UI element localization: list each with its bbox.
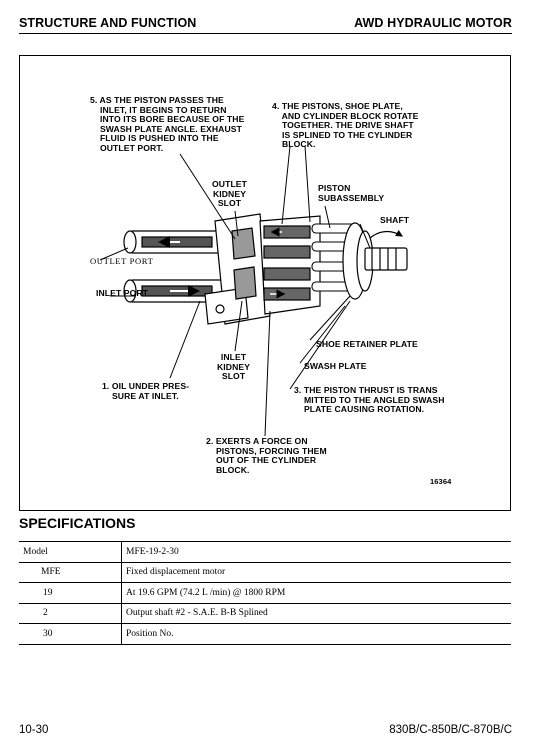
spec-code: 2 [19,602,122,624]
leader-lines [99,145,371,437]
model-numbers: 830B/C-850B/C-870B/C [389,724,512,736]
spec-code: MFE [19,561,122,583]
step-5-label: 5. AS THE PISTON PASSES THE INLET, IT BE… [90,95,245,153]
outlet-port-tube [123,230,226,254]
motor-illustration [99,145,408,437]
motor-diagram-figure: 5. AS THE PISTON PASSES THE INLET, IT BE… [19,55,511,511]
shaft-label: SHAFT [380,215,410,225]
shoe-retainer-plate-label: SHOE RETAINER PLATE [316,339,418,349]
piston-subassembly-label: PISTON SUBASSEMBLY [318,183,385,203]
figure-number: 16364 [430,477,452,486]
page-number: 10-30 [19,724,49,736]
spec-desc: Output shaft #2 - S.A.E. B-B Splined [121,602,511,624]
table-row: 19 At 19.6 GPM (74.2 L /min) @ 1800 RPM [19,582,511,604]
table-row: Model MFE-19-2-30 [19,541,511,563]
step-3-label: 3. THE PISTON THRUST IS TRANS MITTED TO … [294,385,445,415]
outlet-port-label: OUTLET PORT [90,256,154,266]
spec-desc: Fixed displacement motor [121,561,511,583]
table-row: 2 Output shaft #2 - S.A.E. B-B Splined [19,602,511,624]
drive-shaft [364,229,408,271]
table-row: 30 Position No. [19,623,511,645]
step-1-label: 1. OIL UNDER PRES- SURE AT INLET. [102,381,190,401]
table-row: MFE Fixed displacement motor [19,561,511,583]
step-2-label: 2. EXERTS A FORCE ON PISTONS, FORCING TH… [206,436,327,475]
specifications-heading: SPECIFICATIONS [19,515,136,531]
spec-desc: At 19.6 GPM (74.2 L /min) @ 1800 RPM [121,582,511,604]
inlet-kidney-slot-label: INLET KIDNEY SLOT [217,352,251,382]
spec-desc: Position No. [121,623,511,645]
spec-code: 30 [19,623,122,645]
section-title: STRUCTURE AND FUNCTION [19,16,197,30]
header-rule [19,33,512,34]
chapter-title: AWD HYDRAULIC MOTOR [354,16,512,30]
inlet-port-label: INLET PORT [96,288,149,298]
outlet-kidney-slot-label: OUTLET KIDNEY SLOT [212,179,247,209]
spec-desc: MFE-19-2-30 [121,541,511,563]
cylinder-block [259,215,321,315]
specifications-table: Model MFE-19-2-30 MFE Fixed displacement… [19,541,511,645]
swash-plate-label: SWASH PLATE [304,361,367,371]
step-4-label: 4. THE PISTONS, SHOE PLATE, AND CYLINDER… [272,101,419,150]
spec-code: 19 [19,582,122,604]
spec-code: Model [19,541,122,563]
